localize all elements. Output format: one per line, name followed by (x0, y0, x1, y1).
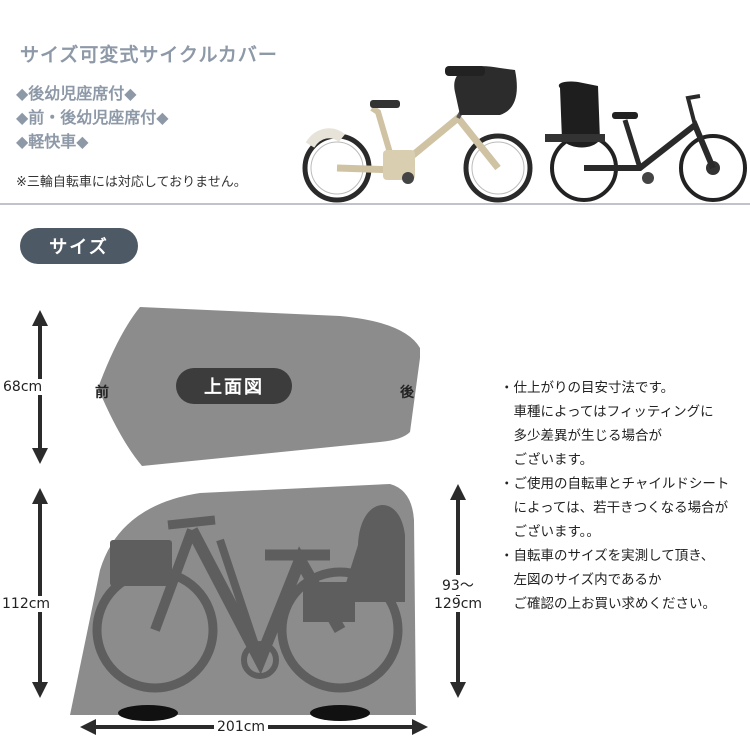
note-line: ・ご使用の自転車とチャイルドシート (500, 476, 730, 492)
black-bicycle-image (545, 81, 747, 202)
front-tire-bottom (118, 705, 178, 721)
note-line: 車種によってはフィッティングに (500, 404, 714, 420)
note-line: ございます。 (500, 452, 594, 468)
height-dimension: 112cm (1, 596, 52, 612)
note-line: によっては、若干きつくなる場合が (500, 500, 729, 516)
width-dimension: 68cm (2, 379, 44, 395)
page-title: サイズ可変式サイクルカバー (20, 44, 278, 66)
front-label: 前 (95, 385, 109, 401)
compatibility-note: ※三輪自転車には対応しておりません。 (16, 175, 247, 190)
rear-tire-bottom (310, 705, 370, 721)
notes-block: ・仕上がりの目安寸法です。 車種によってはフィッティングに 多少差異が生じる場合… (500, 376, 750, 616)
bike-type-item: ◆軽快車◆ (16, 132, 89, 151)
note-line: 多少差異が生じる場合が (500, 428, 662, 444)
bike-type-item: ◆前・後幼児座席付◆ (16, 108, 169, 127)
length-dimension: 201cm (214, 719, 269, 735)
bike-type-list: ◆後幼児座席付◆ ◆前・後幼児座席付◆ ◆軽快車◆ (16, 82, 169, 154)
bike-silhouette (92, 504, 405, 693)
top-view-label: 上面図 (176, 368, 292, 404)
rear-height-dimension-line2: 129cm (432, 596, 485, 612)
note-line: ・自転車のサイズを実測して頂き、 (500, 548, 715, 564)
note-line: ・仕上がりの目安寸法です。 (500, 380, 675, 396)
rear-height-dimension-line1: 93～ (440, 575, 476, 595)
note-line: ご確認の上お買い求めください。 (500, 596, 716, 612)
note-line: ございます。。 (500, 524, 600, 540)
cream-bicycle-image (302, 66, 533, 203)
section-label-size: サイズ (20, 228, 138, 264)
rear-label: 後 (400, 385, 414, 401)
bike-type-item: ◆後幼児座席付◆ (16, 84, 137, 103)
divider (0, 203, 750, 205)
note-line: 左図のサイズ内であるか (500, 572, 662, 588)
